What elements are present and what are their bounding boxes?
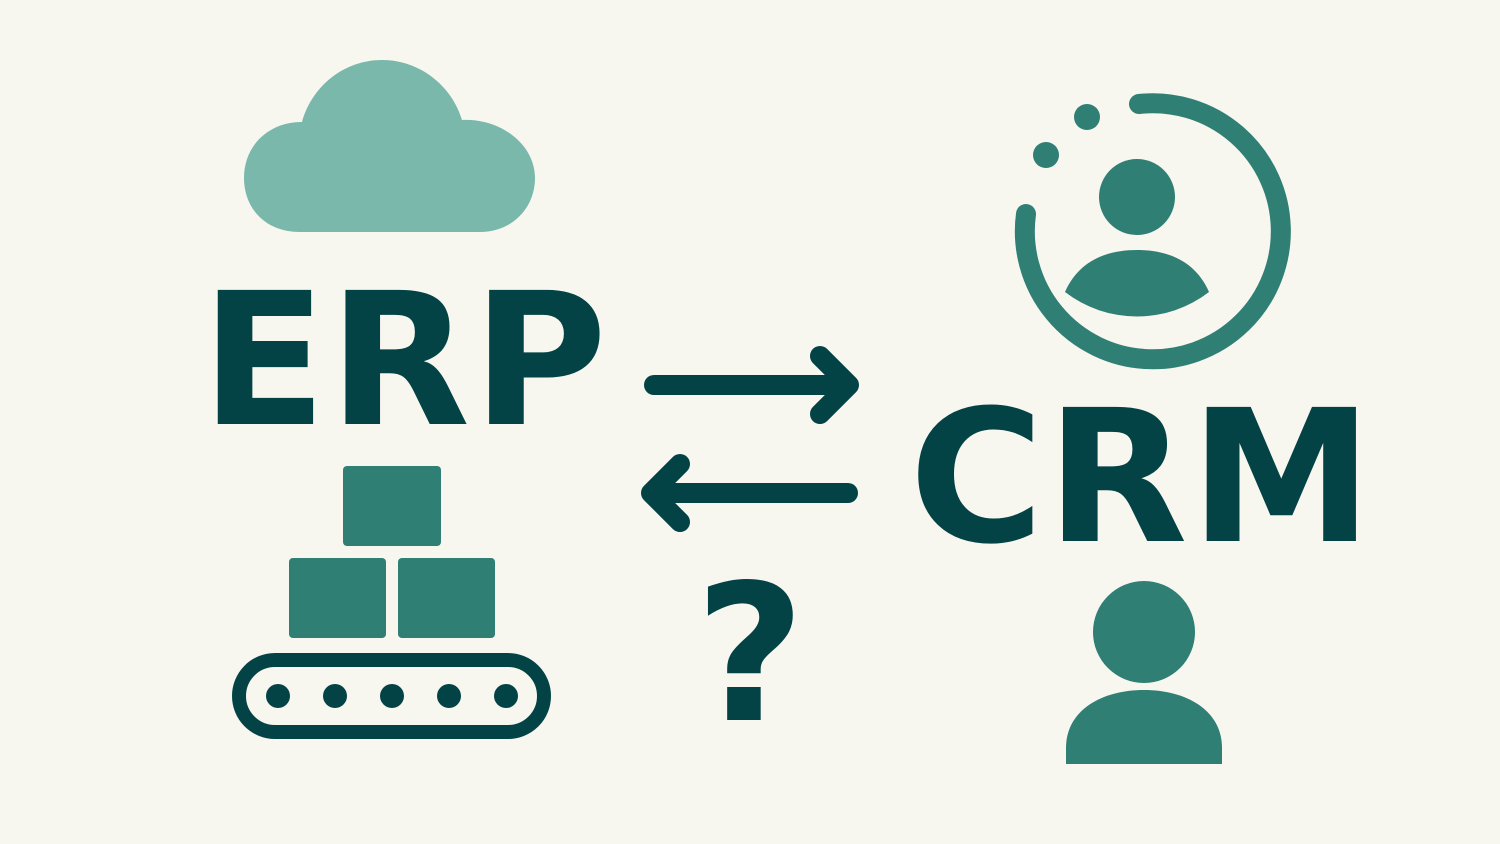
conveyor-belt-icon xyxy=(232,653,551,739)
arrow-left-icon xyxy=(641,454,858,532)
crm-label: CRM xyxy=(909,371,1375,585)
customer-cycle-icon xyxy=(1014,93,1291,370)
arrow-right-icon xyxy=(644,346,859,424)
person-icon xyxy=(1066,581,1222,764)
question-mark: ? xyxy=(695,544,805,765)
cloud-icon xyxy=(244,60,535,232)
erp-label: ERP xyxy=(201,254,609,468)
boxes-icon xyxy=(289,466,495,638)
